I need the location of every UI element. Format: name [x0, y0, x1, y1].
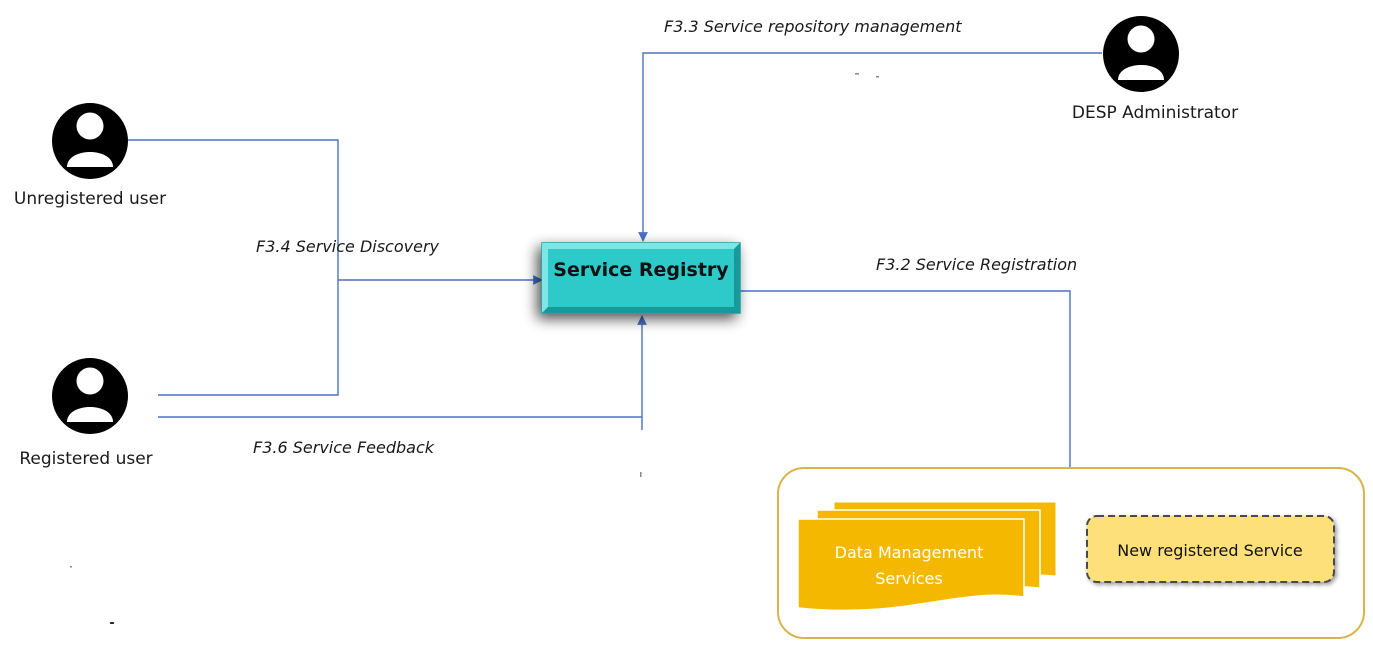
actor-desp-administrator: DESP Administrator — [1072, 16, 1238, 123]
data-management-services-documents: Data Management Services — [797, 501, 1057, 612]
stray-marks — [70, 73, 879, 624]
connector-service-registration — [740, 290, 1071, 468]
user-icon — [52, 358, 128, 434]
flow-label-service-registration: F3.2 Service Registration — [876, 255, 1077, 274]
actor-registered-user: Registered user — [19, 358, 153, 469]
actor-label-unregistered: Unregistered user — [14, 189, 166, 209]
user-icon — [52, 103, 128, 179]
data-management-label-line1: Data Management — [835, 543, 984, 562]
actor-unregistered-user: Unregistered user — [14, 103, 166, 209]
service-registry-label: Service Registry — [553, 259, 729, 281]
connector-repository-management — [638, 52, 1102, 242]
data-management-label-line2: Services — [875, 569, 942, 588]
connectors — [128, 52, 1102, 468]
flow-label-service-feedback: F3.6 Service Feedback — [253, 438, 435, 457]
connector-unregistered-user — [128, 139, 339, 396]
flow-label-service-discovery: F3.4 Service Discovery — [256, 237, 440, 256]
connector-service-feedback — [158, 315, 647, 418]
actor-label-registered: Registered user — [19, 449, 152, 469]
new-registered-service-box: New registered Service — [1086, 515, 1335, 583]
actor-label-admin: DESP Administrator — [1072, 103, 1238, 123]
flow-label-repository-management: F3.3 Service repository management — [664, 17, 962, 36]
services-group: Data Management Services New registered … — [777, 467, 1365, 639]
service-registry-box: Service Registry — [541, 242, 741, 314]
admin-user-icon — [1103, 16, 1179, 92]
new-registered-service-label: New registered Service — [1117, 541, 1303, 560]
